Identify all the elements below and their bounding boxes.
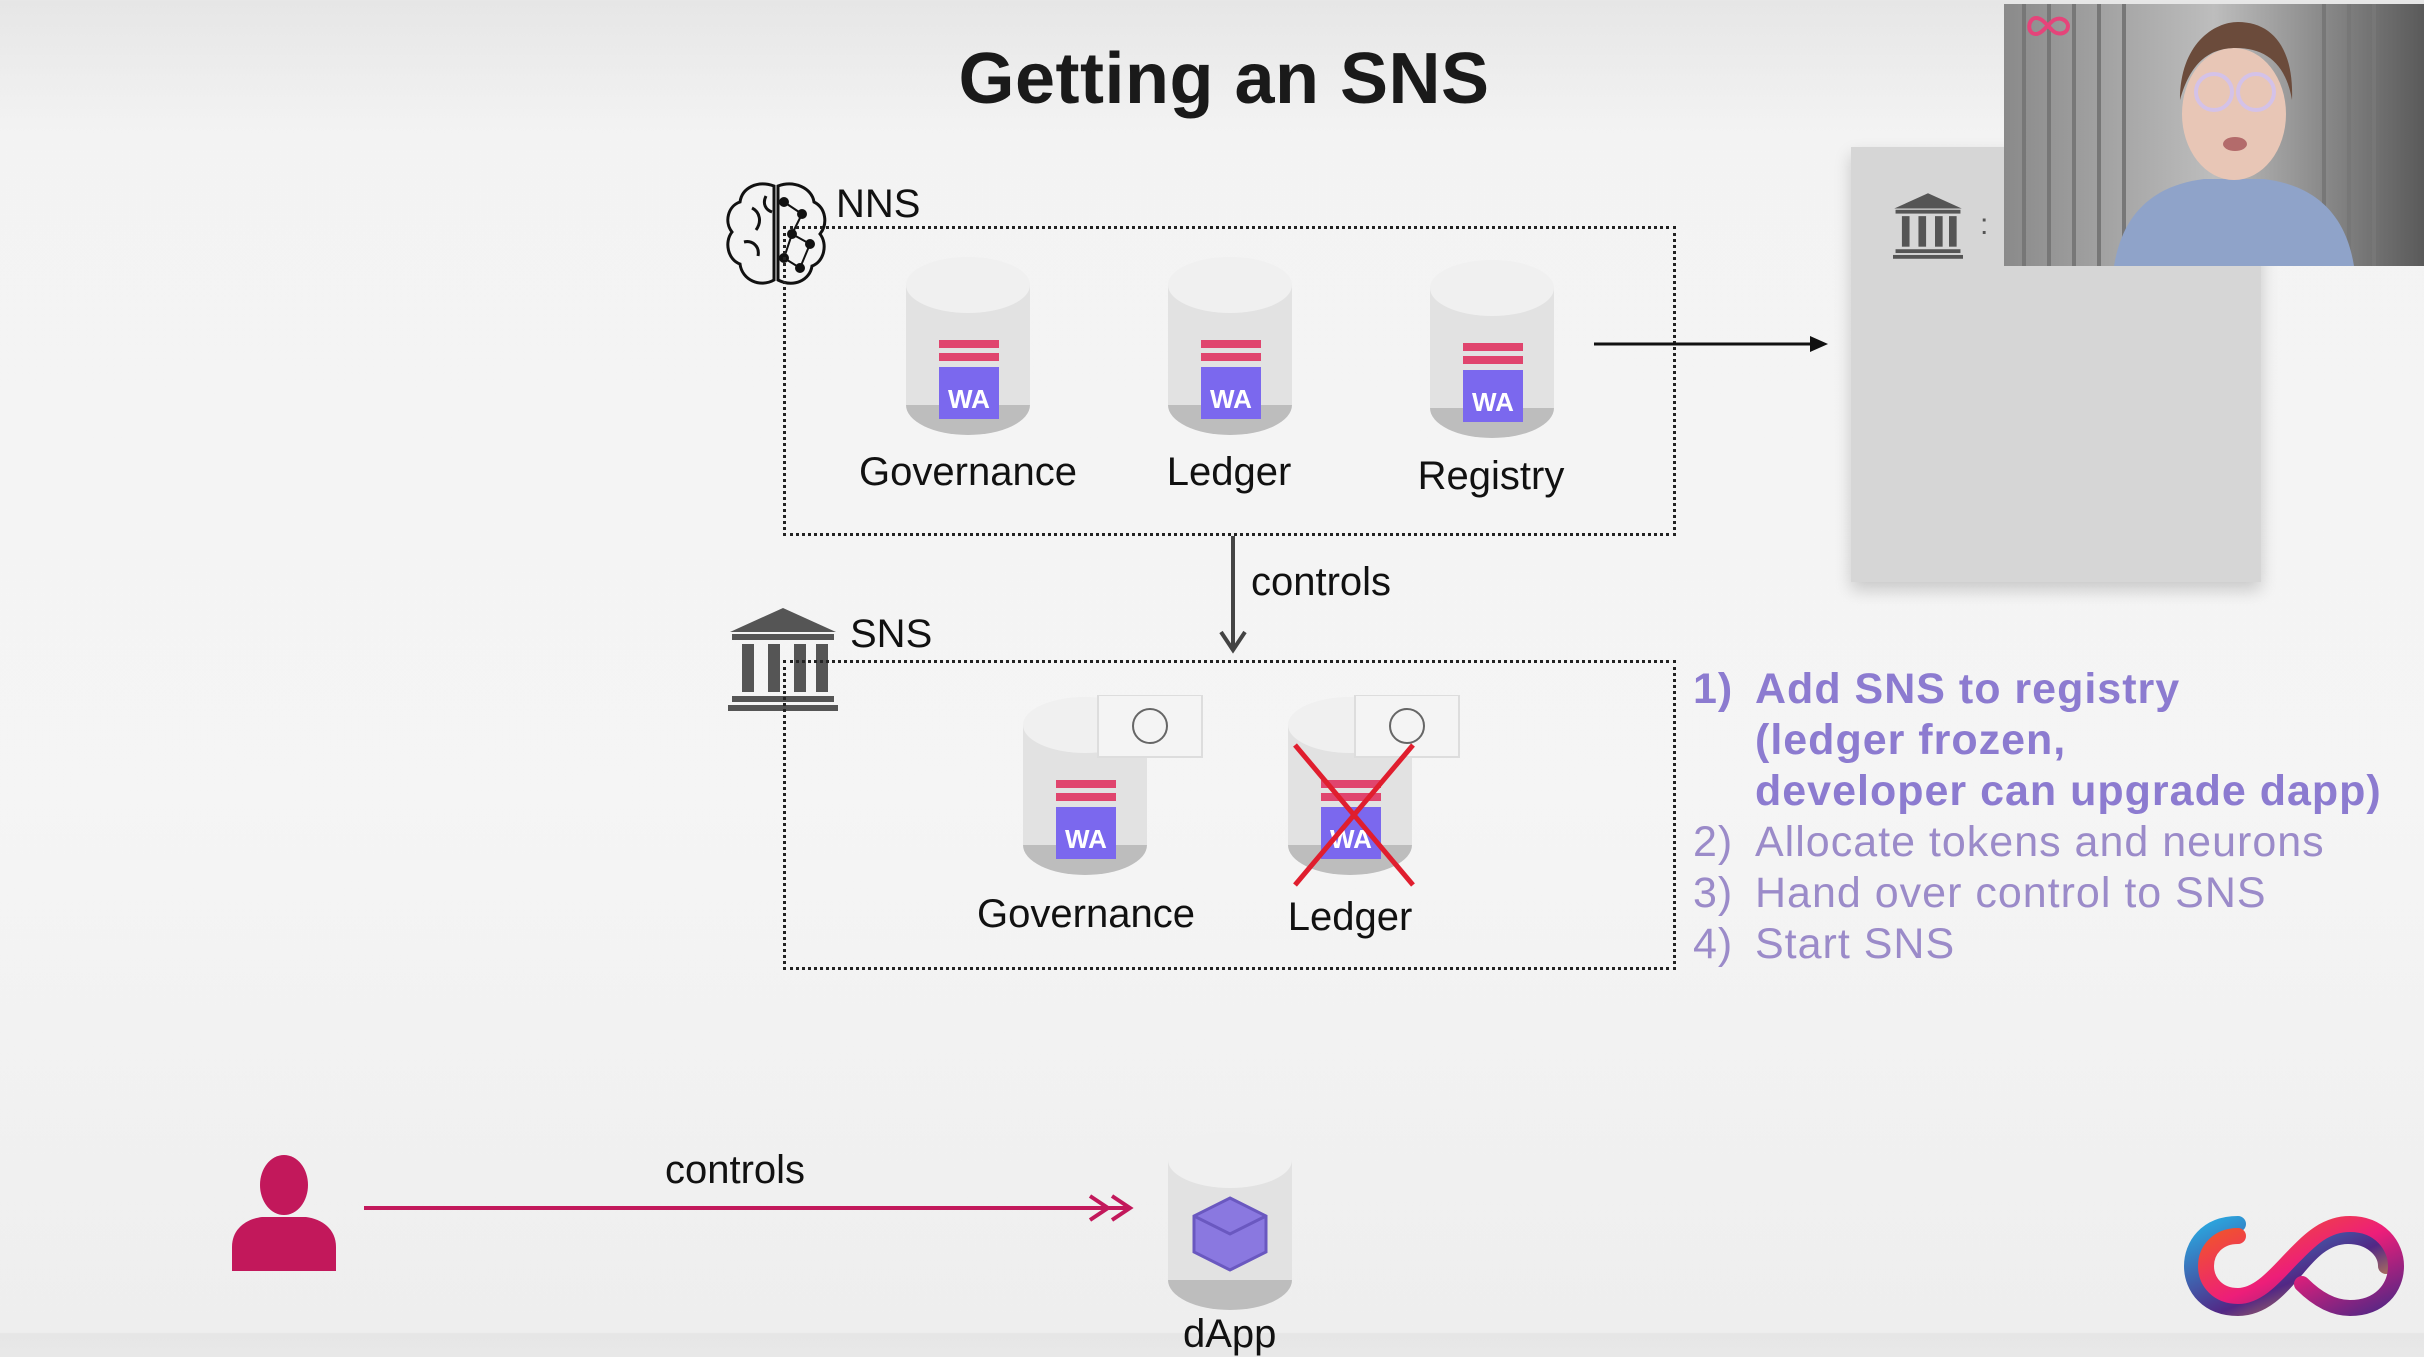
controls-arrow-down <box>1219 536 1247 654</box>
controls-label: controls <box>1251 560 1392 604</box>
canister-registry-nns: WA <box>1430 260 1554 438</box>
canister-ledger-sns-frozen: WA <box>1288 695 1460 887</box>
user-icon <box>232 1155 336 1271</box>
svg-text:WA: WA <box>1065 824 1107 854</box>
nns-label: NNS <box>836 182 921 226</box>
sns-box <box>783 660 1676 970</box>
arrow-to-panel <box>1594 336 1828 352</box>
bottom-controls-label: controls <box>665 1148 806 1192</box>
dapp-canister <box>1168 1132 1292 1310</box>
canister-governance-nns: WA <box>906 257 1030 435</box>
step-4: 4) Start SNS <box>1693 920 1956 968</box>
nns-ledger-label: Ledger <box>1166 450 1292 494</box>
nns-box <box>783 226 1676 536</box>
controls-arrow-magenta <box>364 1194 1134 1222</box>
svg-text:WA: WA <box>1210 384 1252 414</box>
sns-ledger-label: Ledger <box>1287 895 1413 939</box>
canister-governance-sns: WA <box>1023 695 1203 875</box>
step-1: 1) Add SNS to registry (ledger frozen, d… <box>1693 665 2382 815</box>
dfinity-logo-icon <box>2183 1215 2405 1317</box>
presenter-image <box>2004 4 2424 266</box>
step-2: 2) Allocate tokens and neurons <box>1693 818 2325 866</box>
presenter-video <box>2004 4 2424 266</box>
nns-registry-label: Registry <box>1417 454 1565 498</box>
slide-title: Getting an SNS <box>958 39 1490 119</box>
step-3: 3) Hand over control to SNS <box>1693 869 2267 917</box>
nns-governance-label: Governance <box>859 450 1077 494</box>
panel-colon: : <box>1980 208 1989 241</box>
dapp-label: dApp <box>1183 1312 1277 1356</box>
sns-label: SNS <box>850 612 933 656</box>
video-logo-icon <box>2027 15 2070 37</box>
canister-ledger-nns: WA <box>1168 257 1292 435</box>
svg-text:WA: WA <box>948 384 990 414</box>
svg-text:WA: WA <box>1472 387 1514 417</box>
sns-governance-label: Governance <box>977 892 1195 936</box>
steps-list: 1) Add SNS to registry (ledger frozen, d… <box>1693 664 2382 970</box>
panel-temple-icon <box>1893 193 1963 259</box>
